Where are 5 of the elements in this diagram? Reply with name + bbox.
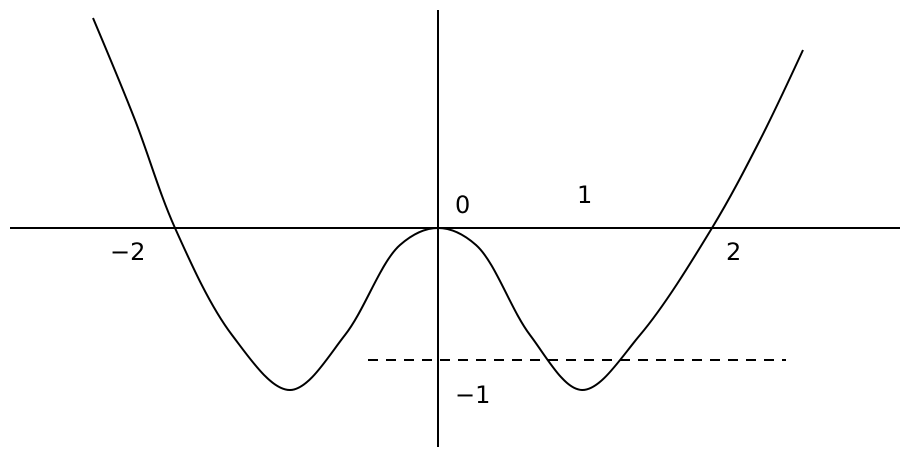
axis-label: 0	[455, 193, 470, 217]
axis-label: −1	[455, 383, 490, 407]
axis-label: 1	[577, 183, 592, 207]
axis-label: −2	[110, 240, 146, 264]
axis-label: 2	[726, 240, 742, 264]
